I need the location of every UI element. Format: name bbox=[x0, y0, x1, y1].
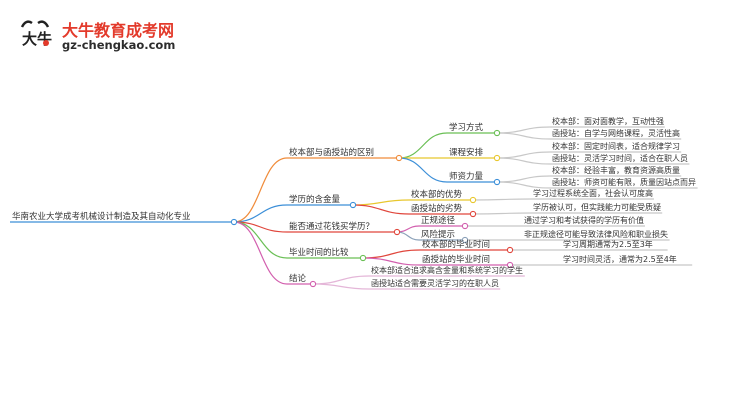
branch-dot-2 bbox=[349, 201, 357, 209]
branch-connector-5 bbox=[233, 221, 288, 285]
sub-connector-3-1 bbox=[396, 225, 420, 233]
branch-dot-4 bbox=[359, 254, 367, 262]
sub-dot-3-2 bbox=[461, 236, 469, 244]
sub-connector-4-2 bbox=[362, 257, 421, 266]
conclusion-connector-2 bbox=[312, 283, 370, 290]
leaf-connector-1-3-2 bbox=[496, 181, 551, 189]
mind-map-nodes: 华南农业大学成考机械设计制造及其自动化专业 校本部与函授站的区别 学习方式 校本部：面… bbox=[12, 116, 696, 288]
leaf-1-1-2: 函授站：自学与网络课程，灵活性高 bbox=[552, 128, 680, 138]
leaf-2-1-1: 学习过程系统全面，社会认可度高 bbox=[533, 188, 653, 198]
sub-dot-4-1 bbox=[506, 246, 514, 254]
sub-node-2-2: 函授站的劣势 bbox=[411, 203, 463, 214]
branch-1: 校本部与函授站的区别 bbox=[289, 147, 374, 158]
branch-connector-2 bbox=[233, 204, 288, 223]
sub-connector-3-2 bbox=[396, 231, 420, 241]
branch-2: 学历的含金量 bbox=[289, 194, 341, 205]
root-connector-dot bbox=[230, 218, 238, 226]
leaf-1-1-1: 校本部：面对面教学，互动性强 bbox=[552, 116, 664, 126]
branch-4: 毕业时间的比较 bbox=[289, 247, 349, 258]
sub-node-4-2: 函授站的毕业时间 bbox=[422, 254, 490, 265]
leaf-1-2-2: 函授站：灵活学习时间，适合在职人员 bbox=[552, 153, 688, 163]
site-title: 大牛教育成考网 bbox=[62, 21, 175, 40]
sub-node-1-1: 学习方式 bbox=[449, 122, 484, 133]
leaf-connector-1-1-2 bbox=[496, 132, 551, 140]
conclusion-leaf-1: 校本部适合追求高含金量和系统学习的学生 bbox=[371, 265, 523, 275]
leaf-connector-1-1-1 bbox=[496, 126, 551, 134]
site-logo[interactable]: 大牛 大牛教育成考网 gz-chengkao.com bbox=[10, 15, 240, 55]
sub-dot-1-3 bbox=[493, 178, 501, 186]
branch-5: 结论 bbox=[289, 273, 307, 284]
sub-node-2-1: 校本部的优势 bbox=[411, 189, 463, 200]
sub-node-3-1: 正规途径 bbox=[421, 215, 456, 226]
root-node: 华南农业大学成考机械设计制造及其自动化专业 bbox=[12, 211, 191, 222]
branch-connector-4 bbox=[233, 221, 288, 259]
sub-node-1-3: 师资力量 bbox=[449, 171, 484, 182]
mind-map-connectors bbox=[10, 126, 698, 290]
leaf-1-3-2: 函授站：师资可能有限，质量因站点而异 bbox=[552, 177, 696, 187]
sub-dot-3-1 bbox=[461, 222, 469, 230]
sub-node-4-1: 校本部的毕业时间 bbox=[422, 239, 490, 250]
conclusion-leaf-2: 函授站适合需要灵活学习的在职人员 bbox=[371, 278, 499, 288]
conclusion-connector-1 bbox=[312, 275, 370, 285]
leaf-2-2-1: 学历被认可，但实践能力可能受质疑 bbox=[533, 202, 661, 212]
leaf-connector-2-1-1 bbox=[472, 198, 532, 201]
leaf-connector-1-3-1 bbox=[496, 175, 551, 183]
sub-connector-4-1 bbox=[362, 249, 421, 259]
leaf-1-3-1: 校本部：经验丰富，教育资源高质量 bbox=[552, 165, 680, 175]
leaf-connector-2-2-1 bbox=[472, 212, 532, 215]
sub-node-1-2: 课程安排 bbox=[449, 147, 484, 158]
branch-3: 能否通过花钱买学历？ bbox=[289, 221, 374, 232]
leaf-4-1-1: 学习周期通常为2.5至3年 bbox=[563, 239, 653, 249]
sub-connector-2-2 bbox=[352, 204, 410, 215]
leaf-1-2-1: 校本部：固定时间表，适合规律学习 bbox=[552, 141, 680, 151]
leaf-connector-1-2-1 bbox=[496, 151, 551, 159]
sub-dot-4-2 bbox=[506, 261, 514, 269]
sub-node-3-2: 风险提示 bbox=[421, 229, 455, 240]
branch-dot-3 bbox=[393, 228, 401, 236]
sub-dot-2-1 bbox=[469, 196, 477, 204]
sub-dot-1-2 bbox=[493, 154, 501, 162]
sub-dot-1-1 bbox=[493, 129, 501, 137]
leaf-4-2-1: 学习时间灵活，通常为2.5至4年 bbox=[563, 254, 677, 264]
sub-connector-1-1 bbox=[398, 132, 448, 159]
bull-logo-icon: 大牛 bbox=[20, 20, 52, 48]
sub-connector-1-3 bbox=[398, 157, 448, 183]
sub-connector-2-1 bbox=[352, 199, 410, 206]
leaf-3-2-1: 非正规途径可能导致法律风险和职业损失 bbox=[524, 229, 668, 239]
leaf-3-1-1: 通过学习和考试获得的学历有价值 bbox=[524, 215, 644, 225]
branch-connector-1 bbox=[233, 157, 288, 223]
leaf-connector-1-2-2 bbox=[496, 157, 551, 165]
branch-dot-5 bbox=[309, 280, 317, 288]
site-url: gz-chengkao.com bbox=[62, 38, 176, 52]
sub-dot-2-2 bbox=[469, 210, 477, 218]
branch-dot-1 bbox=[395, 154, 403, 162]
